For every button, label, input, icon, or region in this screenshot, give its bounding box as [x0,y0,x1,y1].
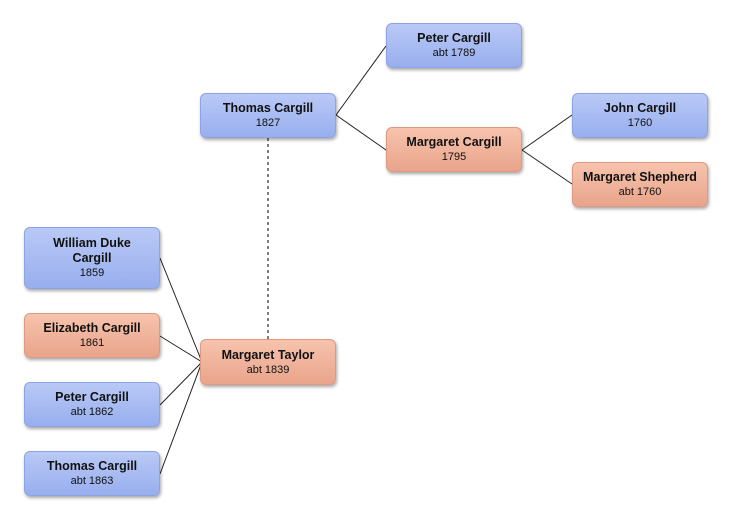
person-margaret-shepherd[interactable]: Margaret Shepherd abt 1760 [572,162,708,207]
person-date: abt 1839 [246,363,290,376]
person-name: Peter Cargill [417,31,491,45]
link-taylor-peter [159,361,203,406]
person-peter-cargill-1862[interactable]: Peter Cargill abt 1862 [24,382,160,427]
person-date: 1861 [79,337,105,349]
person-john-cargill-1760[interactable]: John Cargill 1760 [572,93,708,138]
person-william-duke-cargill[interactable]: William Duke Cargill 1859 [24,227,160,289]
person-name: William Duke Cargill [53,236,131,265]
person-peter-cargill-1789[interactable]: Peter Cargill abt 1789 [386,23,522,68]
link-thomas-peter [335,45,387,116]
link-thomas-margaret-cargill [335,114,387,151]
person-date: abt 1862 [70,406,114,418]
person-name: Elizabeth Cargill [43,321,141,335]
person-name: Thomas Cargill [222,101,314,115]
person-name: John Cargill [603,101,677,115]
person-name: Peter Cargill [55,390,129,404]
person-date: 1827 [255,117,281,129]
person-date: 1760 [627,117,653,129]
link-taylor-elizabeth [159,335,203,363]
person-name: Margaret Shepherd [583,170,697,184]
link-taylor-william [159,257,203,363]
person-date: abt 1789 [432,47,476,59]
person-name: Margaret Cargill [406,135,502,149]
person-name: Thomas Cargill [46,459,138,473]
person-date: 1859 [79,267,105,279]
link-margaret-cargill-john [521,114,573,151]
person-name: Margaret Taylor [221,347,315,362]
person-thomas-cargill-1827[interactable]: Thomas Cargill 1827 [200,93,336,138]
link-taylor-thomas [159,361,203,475]
person-date: abt 1863 [70,475,114,487]
person-margaret-cargill-1795[interactable]: Margaret Cargill 1795 [386,127,522,172]
person-thomas-cargill-1863[interactable]: Thomas Cargill abt 1863 [24,451,160,496]
person-margaret-taylor[interactable]: Margaret Taylor abt 1839 [200,339,336,385]
person-date: abt 1760 [618,186,662,198]
link-margaret-cargill-shepherd [521,149,573,185]
person-date: 1795 [441,151,467,163]
person-elizabeth-cargill[interactable]: Elizabeth Cargill 1861 [24,313,160,358]
